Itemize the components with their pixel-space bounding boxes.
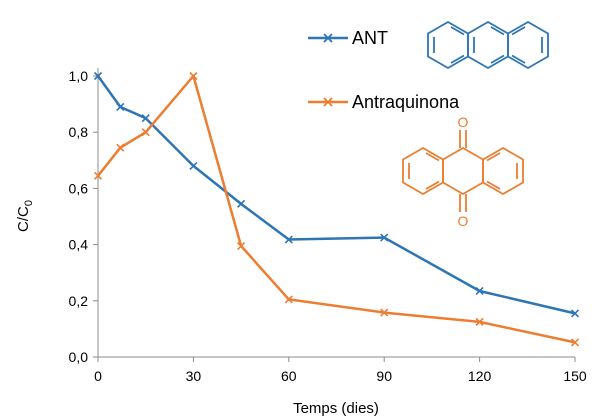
y-tick-label: 0,0 <box>69 349 89 365</box>
data-point-antraquinona <box>475 317 484 326</box>
x-tick-label: 150 <box>563 368 587 384</box>
data-point-ant <box>116 102 125 111</box>
y-tick-label: 0,8 <box>69 124 89 140</box>
series-antraquinona <box>93 71 580 347</box>
anthraquinone-structure-icon <box>402 130 524 212</box>
anthraquinone-ring-right <box>482 146 524 196</box>
data-point-ant <box>141 114 150 123</box>
legend-marker-antraquinona <box>323 97 333 107</box>
x-tick-label: 120 <box>468 368 492 384</box>
data-point-ant <box>284 235 293 244</box>
anthracene-double-bonds <box>433 26 543 64</box>
y-ticks: 0,0 0,2 0,4 0,6 0,8 1,0 <box>69 68 98 365</box>
data-point-ant <box>475 286 484 296</box>
y-axis-title: C/C0 <box>15 200 35 232</box>
y-axis-title-main: C/C <box>15 206 32 232</box>
data-point-ant <box>237 199 246 208</box>
anthraquinone-ring-middle <box>442 146 484 196</box>
anthracene-ring-right <box>507 20 549 70</box>
data-point-antraquinona <box>284 295 293 304</box>
anthraquinone-carbonyl-bonds <box>459 130 467 212</box>
y-axis-title-subscript: 0 <box>23 200 35 206</box>
anthracene-structure-icon <box>427 20 549 70</box>
x-ticks: 0 30 60 90 120 150 <box>94 357 587 384</box>
y-tick-label: 0,4 <box>69 237 89 253</box>
x-tick-label: 30 <box>186 368 202 384</box>
data-point-antraquinona <box>116 143 125 152</box>
data-point-ant <box>93 71 103 81</box>
axes <box>97 68 575 358</box>
series-ant <box>93 71 580 318</box>
x-tick-label: 60 <box>281 368 297 384</box>
x-tick-label: 0 <box>94 368 102 384</box>
y-tick-label: 0,2 <box>69 293 89 309</box>
anthraquinone-oxygen-top: O <box>458 114 469 130</box>
legend-marker-ant <box>323 33 333 43</box>
data-point-antraquinona <box>141 128 150 137</box>
y-tick-label: 0,6 <box>69 180 89 196</box>
data-point-antraquinona <box>93 171 103 180</box>
legend-label-antraquinona: Antraquinona <box>352 92 460 112</box>
data-point-antraquinona <box>380 308 389 317</box>
data-point-antraquinona <box>237 241 246 251</box>
data-point-ant <box>189 161 198 170</box>
data-point-ant <box>570 309 580 318</box>
legend-label-ant: ANT <box>352 28 388 48</box>
legend: ANT Antraquinona <box>308 28 460 112</box>
anthraquinone-oxygen-bottom: O <box>458 213 469 229</box>
series-line-antraquinona <box>97 74 576 344</box>
data-point-antraquinona <box>189 71 198 81</box>
y-tick-label: 1,0 <box>69 68 89 84</box>
data-point-ant <box>380 233 389 242</box>
series-layer <box>93 71 580 347</box>
x-axis-title: Temps (dies) <box>293 400 379 417</box>
anthraquinone-aromatic-bonds <box>408 152 518 190</box>
x-tick-label: 90 <box>376 368 392 384</box>
data-point-antraquinona <box>570 338 580 347</box>
